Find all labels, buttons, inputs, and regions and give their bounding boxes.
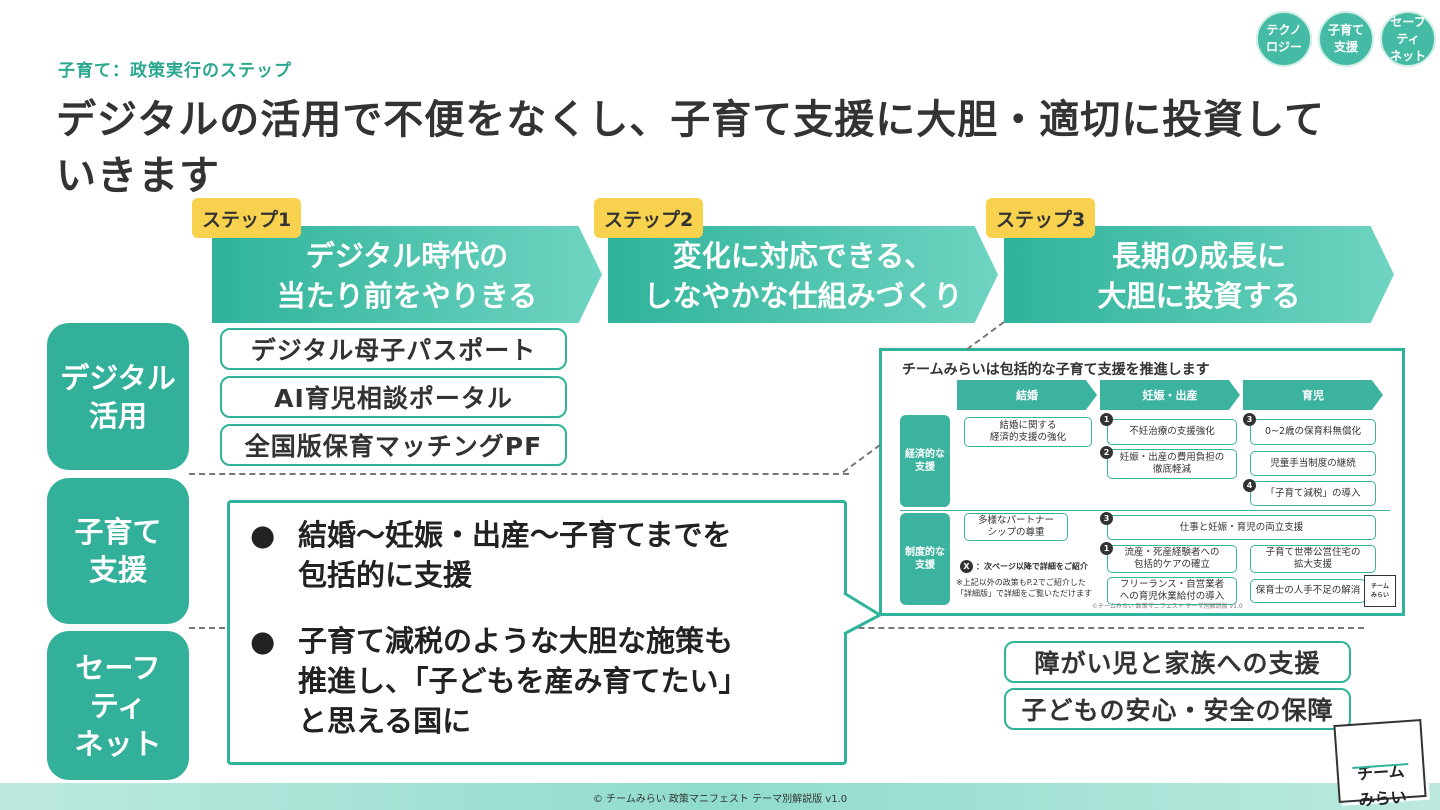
row-label-safety-net: セーフ ティ ネット [47, 631, 189, 780]
inset-number: 2 [1100, 446, 1113, 459]
logo-text: チーム みらい [1356, 761, 1408, 810]
row-label-childcare: 子育て 支援 [47, 478, 189, 624]
step-3-arrow: 長期の成長に 大胆に投資する [1004, 226, 1394, 323]
inset-slide[interactable]: チームみらいは包括的な子育て支援を推進します 結婚 妊娠・出産 育児 経済的な … [879, 348, 1405, 616]
step-1-arrow: デジタル時代の 当たり前をやりきる [212, 226, 602, 323]
inset-number: 1 [1100, 413, 1113, 426]
inset-column-marriage: 結婚 [957, 380, 1097, 410]
bullet-dot: ● [250, 624, 276, 658]
inset-box: 流産・死産経験者への 包括的ケアの確立 [1107, 545, 1237, 573]
inset-logo: チーム みらい [1364, 575, 1396, 607]
inset-box: 児童手当制度の継続 [1250, 451, 1376, 476]
inset-box: フリーランス・自営業者 への育児休業給付の導入 [1107, 577, 1237, 605]
inset-note-mark: X [960, 560, 973, 573]
inset-row-economic: 経済的な 支援 [900, 415, 950, 507]
inset-box: 多様なパートナー シップの尊重 [964, 513, 1068, 541]
inset-note: ※上記以外の政策もP.2でご紹介した 「詳細版」で詳細をご覧いただけます [956, 578, 1092, 598]
inset-connector [841, 321, 1005, 474]
inset-box: 子育て世帯公営住宅の 拡大支援 [1250, 545, 1376, 573]
bullet-text: 結婚〜妊娠・出産〜子育てまでを 包括的に支援 [298, 518, 732, 592]
section-subtitle: 子育て：政策実行のステップ [58, 61, 292, 81]
inset-footer: ©チームみらい 政策マニフェスト テーマ別解説版 v1.0 [1092, 603, 1243, 610]
inset-note: ：次ページ以降で詳細をご紹介 [976, 562, 1088, 571]
inset-title: チームみらいは包括的な子育て支援を推進します [902, 362, 1210, 378]
inset-number: 1 [1100, 542, 1113, 555]
bubble-bullet: ● 結婚〜妊娠・出産〜子育てまでを 包括的に支援 [250, 515, 824, 595]
safety-item-disabled-children: 障がい児と家族への支援 [1004, 641, 1351, 683]
step-2-tag: ステップ2 [594, 198, 704, 238]
inset-number: 3 [1243, 413, 1256, 426]
inset-row-institutional: 制度的な 支援 [900, 513, 950, 605]
badge-childcare[interactable]: 子育て 支援 [1318, 11, 1374, 67]
footer-copyright: © チームみらい 政策マニフェスト テーマ別解説版 v1.0 [592, 794, 848, 805]
safety-item-child-safety: 子どもの安心・安全の保障 [1004, 688, 1351, 730]
row-divider [189, 473, 849, 475]
inset-column-pregnancy: 妊娠・出産 [1100, 380, 1240, 410]
bubble-bullet: ● 子育て減税のような大胆な施策も 推進し、「子どもを産み育てたい」 と思える国… [250, 621, 824, 741]
inset-divider [900, 510, 1390, 511]
inset-number: 4 [1243, 479, 1256, 492]
badge-safety-net[interactable]: セーフ ティ ネット [1380, 11, 1436, 67]
callout-bubble: ● 結婚〜妊娠・出産〜子育てまでを 包括的に支援 ● 子育て減税のような大胆な施… [227, 500, 847, 765]
inset-box: 仕事と妊娠・育児の両立支援 [1107, 515, 1376, 540]
inset-box: 不妊治療の支援強化 [1107, 419, 1237, 445]
footer-band [0, 783, 1440, 810]
step-1-tag: ステップ1 [192, 198, 302, 238]
inset-box: 結婚に関する 経済的支援の強化 [964, 417, 1092, 447]
bubble-tail [842, 591, 882, 636]
bullet-text: 子育て減税のような大胆な施策も 推進し、「子どもを産み育てたい」 と思える国に [298, 624, 748, 738]
inset-box: 保育士の人手不足の解消 [1250, 579, 1366, 603]
inset-box: 妊娠・出産の費用負担の 徹底軽減 [1107, 449, 1237, 479]
digital-item-mother-child-passport: デジタル母子パスポート [220, 328, 567, 370]
inset-column-childcare: 育児 [1243, 380, 1383, 410]
digital-item-ai-portal: AI育児相談ポータル [220, 376, 567, 418]
digital-item-nursery-matching: 全国版保育マッチングPF [220, 424, 567, 466]
inset-number: 3 [1100, 512, 1113, 525]
step-2-arrow: 変化に対応できる、 しなやかな仕組みづくり [608, 226, 998, 323]
team-mirai-logo: チーム みらい [1333, 719, 1427, 810]
page-title: デジタルの活用で不便をなくし、子育て支援に大胆・適切に投資していきます [56, 97, 1325, 199]
badge-technology[interactable]: テクノ ロジー [1256, 11, 1312, 67]
bullet-dot: ● [250, 518, 276, 552]
inset-box: 0~2歳の保育料無償化 [1250, 419, 1376, 445]
step-3-tag: ステップ3 [986, 198, 1096, 238]
row-label-digital: デジタル 活用 [47, 323, 189, 470]
inset-box: 「子育て減税」の導入 [1250, 481, 1376, 506]
